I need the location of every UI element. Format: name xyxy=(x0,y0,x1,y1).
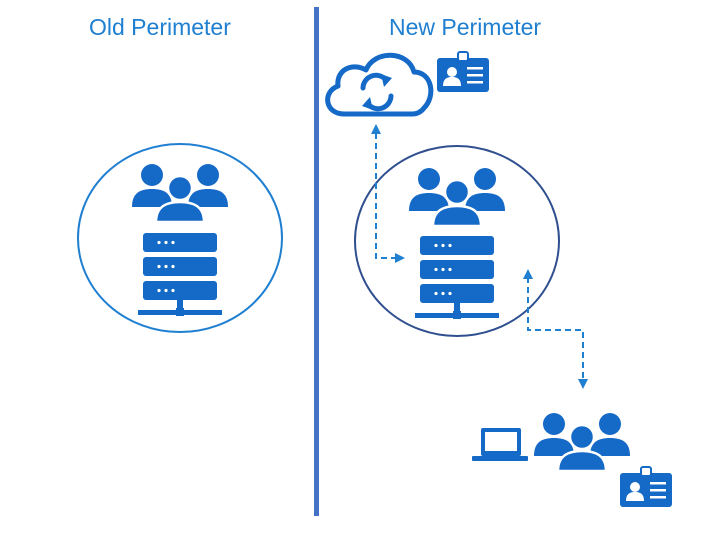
cloud-sync-icon xyxy=(325,52,434,117)
id-card-icon xyxy=(619,466,673,508)
id-card-icon xyxy=(436,51,490,93)
users-icon xyxy=(532,411,632,473)
new-perimeter-boundary xyxy=(354,145,560,337)
old-perimeter-title: Old Perimeter xyxy=(89,14,231,40)
remote-link-arrow xyxy=(527,277,584,380)
arrowhead xyxy=(578,379,588,389)
laptop-icon xyxy=(472,428,528,461)
server-icon xyxy=(138,233,222,316)
arrowhead xyxy=(371,124,381,134)
new-perimeter-title: New Perimeter xyxy=(389,14,542,40)
users-icon xyxy=(407,166,507,228)
old-perimeter-boundary xyxy=(77,143,283,333)
server-icon xyxy=(415,236,499,319)
arrowhead xyxy=(523,269,533,279)
cloud-link-arrow xyxy=(375,133,398,259)
perimeter-divider xyxy=(314,7,319,516)
arrowhead xyxy=(395,253,405,263)
users-icon xyxy=(130,162,230,224)
